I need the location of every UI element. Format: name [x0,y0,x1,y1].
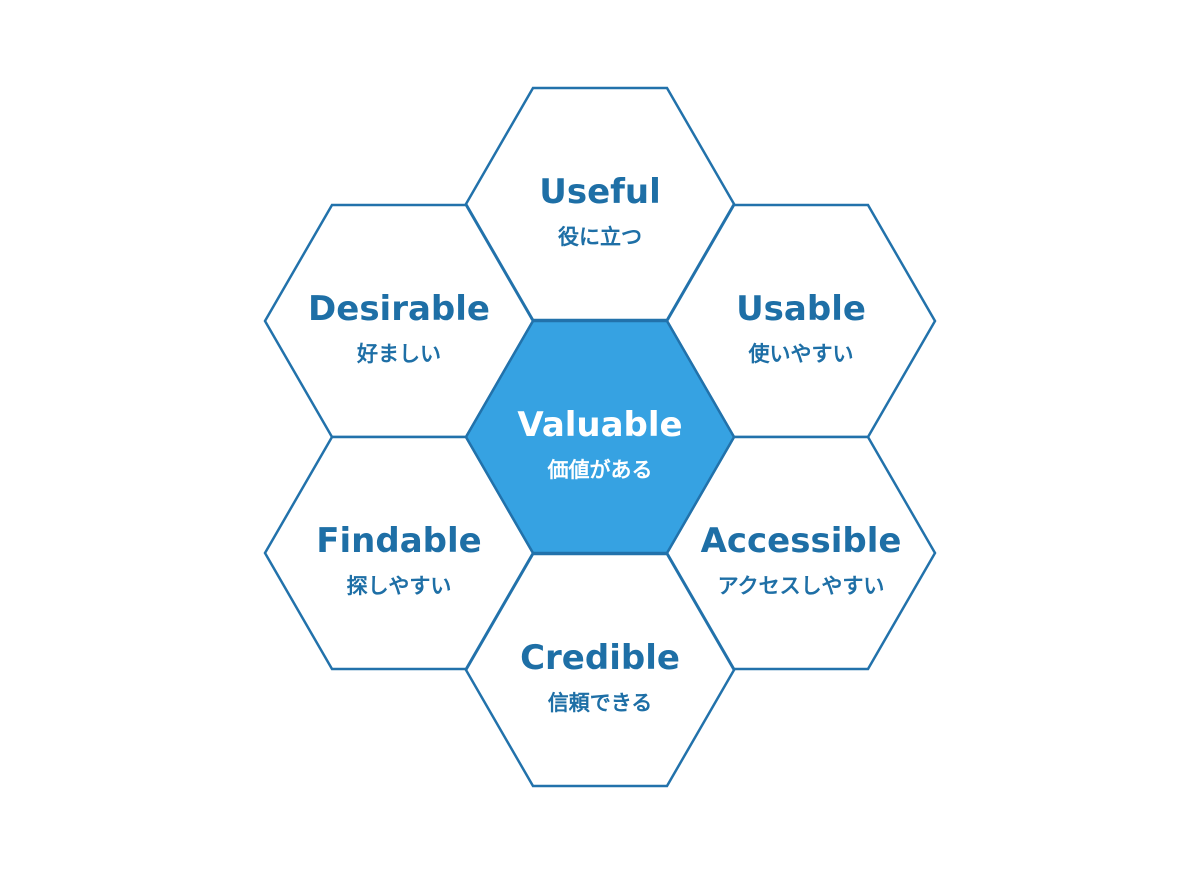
hexagon-subtitle-credible: 信頼できる [548,691,653,715]
hexagon-layer [263,86,937,788]
hexagon-subtitle-usable: 使いやすい [748,342,854,366]
hexagon-title-useful: Useful [539,172,661,212]
hexagon-title-findable: Findable [316,521,481,561]
hexagon-title-accessible: Accessible [701,521,902,561]
hexagon-title-valuable: Valuable [517,405,682,445]
hexagon-subtitle-findable: 探しやすい [347,574,452,598]
hexagon-valuable [464,319,736,555]
hexagon-title-credible: Credible [520,638,680,678]
hexagon-subtitle-valuable: 価値がある [547,458,653,482]
hexagon-title-usable: Usable [736,289,866,329]
label-layer: Useful 役に立つ Desirable 好ましい Usable 使いやすい Findab… [308,172,901,715]
hexagon-subtitle-accessible: アクセスしやすい [718,574,885,598]
hexagon-title-desirable: Desirable [308,289,490,329]
hexagon-subtitle-desirable: 好ましい [356,342,441,366]
hexagon-subtitle-useful: 役に立つ [558,225,642,249]
